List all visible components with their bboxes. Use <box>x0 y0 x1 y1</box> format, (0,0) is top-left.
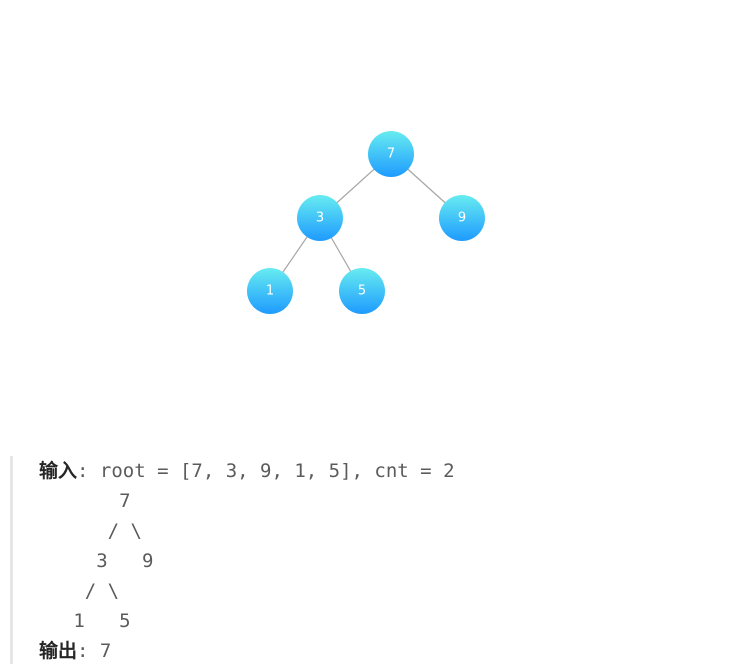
tree-node-circle <box>368 131 414 177</box>
tree-node-circle <box>439 195 485 241</box>
tree-node-label: 1 <box>266 284 274 299</box>
output-label: 输出 <box>39 640 78 662</box>
output-line: 输出: 7 <box>39 636 111 666</box>
tree-art-line-2: / \ <box>39 520 142 542</box>
tree-art-line-5: 1 5 <box>39 610 131 632</box>
tree-node-1: 1 <box>247 268 293 314</box>
tree-node-circle <box>297 195 343 241</box>
tree-node-circle <box>339 268 385 314</box>
input-line: 输入: root = [7, 3, 9, 1, 5], cnt = 2 <box>39 456 455 486</box>
tree-node-3: 3 <box>297 195 343 241</box>
input-label: 输入 <box>39 460 78 482</box>
tree-node-label: 5 <box>358 284 366 299</box>
input-value: : root = [7, 3, 9, 1, 5], cnt = 2 <box>77 460 455 482</box>
tree-node-5: 5 <box>339 268 385 314</box>
tree-node-circle <box>247 268 293 314</box>
tree-node-7: 7 <box>368 131 414 177</box>
tree-node-label: 7 <box>387 147 395 162</box>
tree-node-9: 9 <box>439 195 485 241</box>
output-value: : 7 <box>77 640 112 662</box>
tree-art-line-3: 3 9 <box>39 550 154 572</box>
tree-art-line-4: / \ <box>39 580 120 602</box>
tree-art-line-1: 7 <box>39 490 131 512</box>
tree-node-label: 3 <box>316 211 324 226</box>
tree-node-label: 9 <box>458 211 466 226</box>
example-block: 输入: root = [7, 3, 9, 1, 5], cnt = 2 7 / … <box>10 456 713 664</box>
